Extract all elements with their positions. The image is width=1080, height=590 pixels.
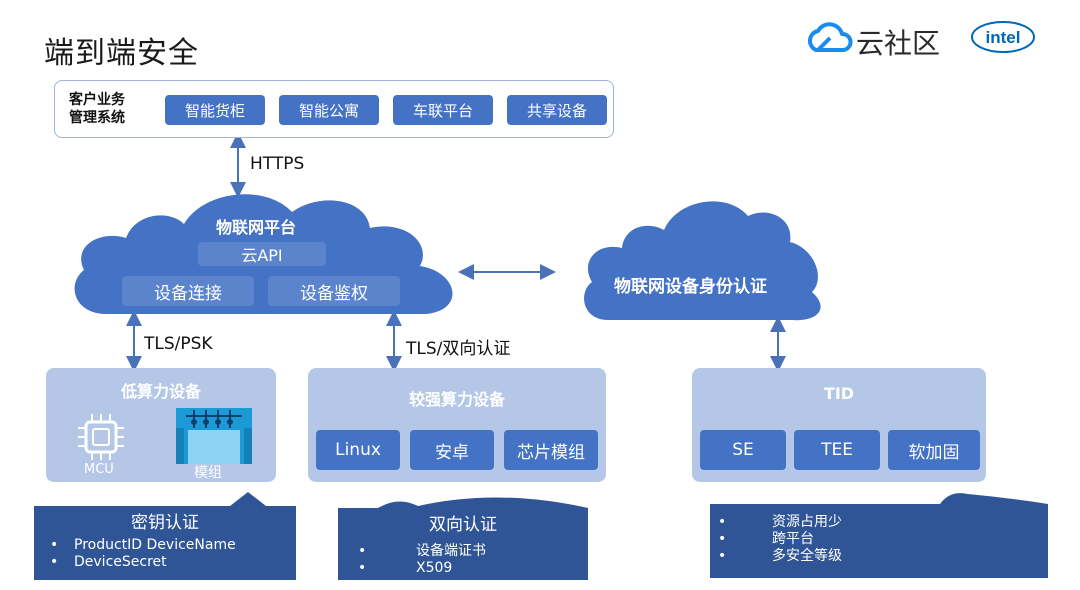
customer-business-system-box: 客户业务 管理系统 智能货柜 智能公寓 车联平台 共享设备 <box>54 80 614 138</box>
mutual-auth-panel-shape <box>338 497 588 580</box>
mcu-label: MCU <box>84 462 114 477</box>
identity-cloud-shape <box>584 201 821 321</box>
business-item-smart-apartment: 智能公寓 <box>279 95 379 125</box>
tid-feature-bullet: •多安全等级 <box>718 548 842 564</box>
module-label: 模组 <box>194 465 222 481</box>
mutual-auth-title: 双向认证 <box>429 515 497 535</box>
intel-logo-text: intel <box>986 28 1021 47</box>
tid-tee: TEE <box>794 430 880 470</box>
key-auth-panel: 密钥认证 •ProductID DeviceName •DeviceSecret <box>34 508 296 571</box>
customer-business-label: 客户业务 管理系统 <box>69 92 125 126</box>
cloud-community-logo-text: 云社区 <box>856 27 941 60</box>
low-power-device-title: 低算力设备 <box>120 382 201 401</box>
high-power-device-box: 较强算力设备 Linux 安卓 芯片模组 <box>308 368 606 482</box>
business-item-smart-locker: 智能货柜 <box>165 95 265 125</box>
tid-title: TID <box>823 384 855 403</box>
tls-mutual-label: TLS/双向认证 <box>406 339 511 359</box>
iot-platform-title: 物联网平台 <box>216 218 297 237</box>
mcu-chip-icon <box>78 414 124 460</box>
mutual-auth-bullet: •X509 <box>358 560 453 576</box>
cloud-logo-icon <box>807 22 853 52</box>
key-auth-bullet: •ProductID DeviceName <box>50 537 236 553</box>
low-power-device-box: 低算力设备 MCU 模组 <box>46 368 276 482</box>
module-board-icon <box>176 408 252 464</box>
intel-logo-icon: intel <box>971 21 1035 53</box>
tid-feature-bullet: •资源占用少 <box>718 514 842 530</box>
page-title: 端到端安全 <box>44 36 199 71</box>
tid-box: TID SE TEE 软加固 <box>692 368 986 482</box>
business-item-shared-device: 共享设备 <box>507 95 607 125</box>
tid-feature-panel: •资源占用少 •跨平台 •多安全等级 <box>710 514 1048 565</box>
https-label: HTTPS <box>250 154 305 174</box>
identity-auth-title: 物联网设备身份认证 <box>614 277 767 297</box>
business-item-connected-vehicle: 车联平台 <box>393 95 493 125</box>
key-auth-panel-shape <box>34 492 296 580</box>
mutual-auth-bullet: •设备端证书 <box>358 543 486 559</box>
device-chip-module: 芯片模组 <box>504 430 598 470</box>
tid-feature-bullet: •跨平台 <box>718 531 814 547</box>
mutual-auth-panel: 双向认证 •设备端证书 •X509 <box>338 510 588 577</box>
high-power-device-title: 较强算力设备 <box>408 390 505 409</box>
tid-software-hardening: 软加固 <box>888 430 980 470</box>
key-auth-bullet: •DeviceSecret <box>50 554 167 570</box>
device-connect-block: 设备连接 <box>122 276 254 306</box>
tid-se: SE <box>700 430 786 470</box>
device-linux: Linux <box>316 430 400 470</box>
key-auth-title: 密钥认证 <box>131 513 199 533</box>
tls-psk-label: TLS/PSK <box>144 334 213 354</box>
device-android: 安卓 <box>410 430 494 470</box>
device-auth-block: 设备鉴权 <box>268 276 400 306</box>
tid-feature-panel-shape <box>710 493 1048 578</box>
cloud-api-block: 云API <box>198 242 326 266</box>
